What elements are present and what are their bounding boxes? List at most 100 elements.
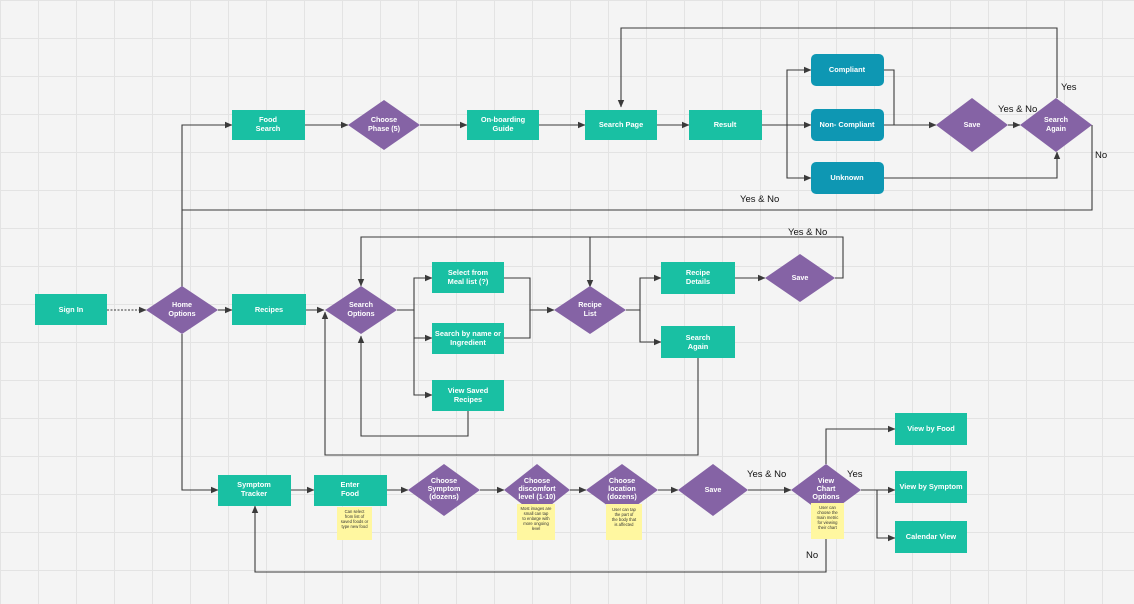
non-compliant-box[interactable] [811,109,884,141]
non-compliant-label: Non- Compliant [819,120,875,129]
location-note [606,504,642,540]
discomfort-note-line-3: to enlarge with [522,516,550,521]
sticky-notes: Can select from list of saved foods or t… [337,503,844,540]
edge-label-yes-no-bottom: Yes & No [747,469,786,480]
choose-discomfort-label-1: Choose [524,476,550,485]
search-by-name-label-1: Search by name or [435,329,501,338]
search-again-top-label-1: Search [1044,115,1068,124]
location-note-line-1: User can tap [612,507,636,512]
discomfort-note [517,504,555,540]
discomfort-note-line-1: Most images are [521,506,553,511]
food-search-box[interactable] [232,110,305,140]
save-bottom-diamond[interactable] [678,464,748,516]
search-page-box[interactable] [585,110,657,140]
edge-chart-byfood [825,425,896,464]
choose-symptom-diamond[interactable] [408,464,480,516]
save-bottom-label: Save [705,485,722,494]
edge-label-yes-no-top: Yes & No [998,104,1037,115]
edge-searchoptions-meallist [397,274,433,311]
view-chart-options-label-2: Chart [817,484,836,493]
search-by-name-box[interactable] [432,323,504,354]
enter-food-note-line-4: type new food [341,524,368,529]
edge-recipelist-details [626,274,662,311]
save-top-label: Save [964,120,981,129]
result-box[interactable] [689,110,762,140]
onboarding-guide-box[interactable] [467,110,539,140]
edge-save-searchoptions [357,236,590,287]
search-page-label: Search Page [599,120,643,129]
choose-location-label-2: location [608,484,636,493]
choose-location-label-1: Choose [609,476,635,485]
search-again-top-diamond[interactable] [1020,98,1092,152]
edge-recipelist-searchagain [639,310,662,346]
compliant-box[interactable] [811,54,884,86]
recipe-details-label-2: Details [686,277,710,286]
discomfort-note-line-2: small can tap [524,511,549,516]
save-mid-diamond[interactable] [765,254,835,302]
view-saved-recipes-label-2: Recipes [454,395,482,404]
enter-food-box[interactable] [314,475,387,506]
edge-result-unknown [786,125,812,182]
symptom-tracker-box[interactable] [218,475,291,506]
choose-location-diamond[interactable] [586,464,658,516]
search-options-label-1: Search [349,300,373,309]
edge-label-yes-top: Yes [1061,82,1077,93]
edge-label-yes-no-return: Yes & No [740,194,779,205]
result-label: Result [714,120,737,129]
choose-discomfort-label-3: level (1-10) [518,492,556,501]
edge-meallist-recipelist [504,277,555,314]
chart-note [811,503,844,539]
enter-food-note-line-1: Can select [345,509,366,514]
edge-searchagain-searchpage [617,27,1058,108]
sign-in-box[interactable] [35,294,107,325]
save-top-diamond[interactable] [936,98,1008,152]
choose-phase-diamond[interactable] [348,100,420,150]
view-chart-options-label-3: Options [812,492,839,501]
view-saved-recipes-box[interactable] [432,380,504,411]
calendar-view-label: Calendar View [906,532,957,541]
unknown-label: Unknown [830,173,864,182]
home-options-diamond[interactable] [146,286,218,334]
edge-searchagain-home [182,125,1093,211]
choose-discomfort-diamond[interactable] [504,464,570,516]
select-meal-list-box[interactable] [432,262,504,293]
view-by-food-box[interactable] [895,413,967,445]
edge-searchoptions-saved [413,338,433,399]
edge-home-symptom [181,334,219,494]
search-options-label-2: Options [347,309,374,318]
edge-compliant-save [884,69,937,129]
enter-food-label-2: Food [341,489,360,498]
view-saved-recipes-label-1: View Saved [448,386,489,395]
recipe-details-box[interactable] [661,262,735,294]
search-again-mid-label-2: Again [688,342,709,351]
select-meal-list-label-2: Meal list (?) [448,277,489,286]
recipes-box[interactable] [232,294,306,325]
edge-saved-searchoptions [357,335,469,437]
edge-searchoptions-byname [413,310,433,342]
unknown-box[interactable] [811,162,884,194]
view-by-symptom-box[interactable] [895,471,967,503]
onboarding-guide-label-1: On-boarding [481,115,526,124]
food-search-label-1: Food [259,115,278,124]
view-chart-options-label-1: View [818,476,835,485]
chart-note-line-1: User can [819,505,836,510]
discomfort-note-line-5: level [532,526,541,531]
search-again-top-label-2: Again [1046,124,1066,133]
choose-symptom-label-1: Choose [431,476,457,485]
symptom-tracker-label-1: Symptom [237,480,271,489]
recipe-list-diamond[interactable] [554,286,626,334]
edge-label-yes-no-recipe: Yes & No [788,227,827,238]
choose-phase-label-1: Choose [371,115,397,124]
select-meal-list-label-1: Select from [448,268,489,277]
calendar-view-box[interactable] [895,521,967,553]
search-options-diamond[interactable] [325,286,397,334]
chart-note-line-4: for viewing [817,520,838,525]
edge-label-no-top: No [1095,150,1107,161]
search-again-mid-box[interactable] [661,326,735,358]
edge-unknown-searchagain [884,151,1061,179]
nodes: Sign In Home Options Food Search Choose … [35,54,1092,553]
onboarding-guide-label-2: Guide [493,124,514,133]
recipe-list-label-2: List [584,309,597,318]
recipes-label: Recipes [255,305,283,314]
